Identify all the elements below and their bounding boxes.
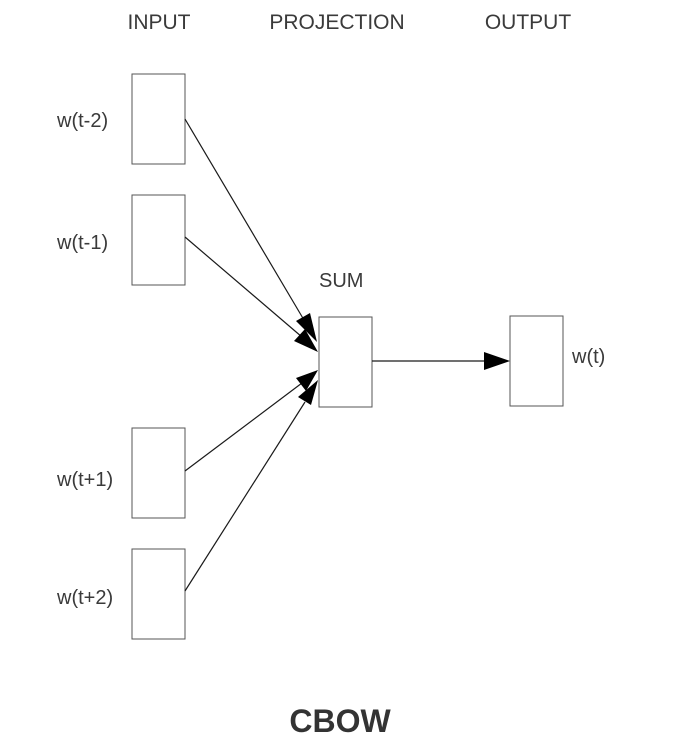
edge-t-minus-2-to-sum <box>184 118 305 321</box>
input-label-t-minus-2: w(t-2) <box>56 110 108 132</box>
edge-t-plus-2-to-sum <box>184 401 306 592</box>
edge-t-plus-1-to-sum <box>184 382 303 472</box>
projection-label: SUM <box>319 270 363 292</box>
output-label: w(t) <box>571 346 605 368</box>
input-box-t-plus-2 <box>131 548 186 640</box>
edge-t-minus-1-to-sum <box>184 236 303 338</box>
arrowhead-t-minus-1 <box>294 329 318 352</box>
arrowhead-t-minus-2 <box>296 313 317 342</box>
arrowhead-output <box>484 352 510 370</box>
diagram-title: CBOW <box>289 703 391 739</box>
arrowhead-t-plus-1 <box>296 370 318 391</box>
input-box-t-minus-1 <box>131 194 186 286</box>
arrowhead-t-plus-2 <box>298 380 318 405</box>
input-label-t-minus-1: w(t-1) <box>56 232 108 254</box>
output-box <box>509 315 564 407</box>
input-box-t-minus-2 <box>131 73 186 165</box>
input-box-t-plus-1 <box>131 427 186 519</box>
projection-box <box>318 316 373 408</box>
projection-column-header: PROJECTION <box>269 11 404 34</box>
input-column-header: INPUT <box>128 11 191 34</box>
input-label-t-plus-2: w(t+2) <box>56 587 113 609</box>
input-label-t-plus-1: w(t+1) <box>56 469 113 491</box>
output-column-header: OUTPUT <box>485 11 572 34</box>
